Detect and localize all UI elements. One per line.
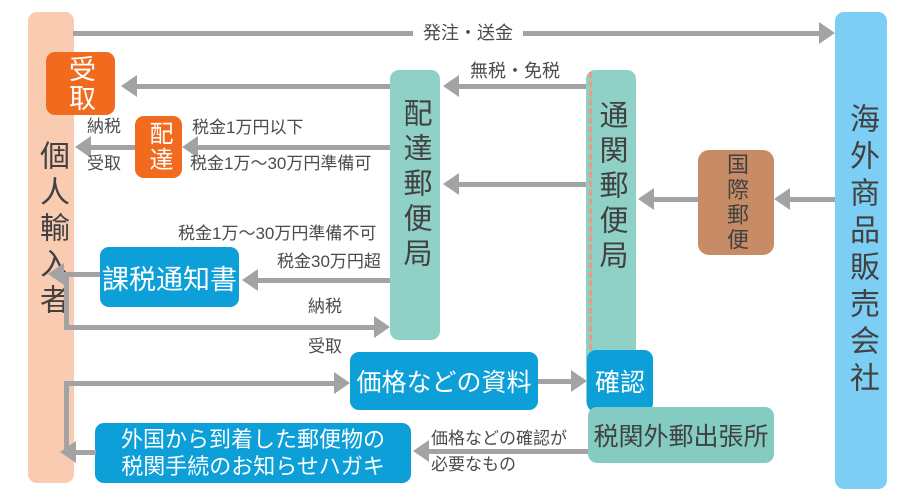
delivery-post-office-label: 配達郵便局: [399, 98, 431, 273]
arrow-dpo-to-delivery-line: [198, 145, 390, 150]
receive-box-label: 受取: [65, 54, 95, 113]
elbow-postcard-connector: [64, 381, 69, 454]
overseas-seller-bar: 海外商品販売会社: [835, 12, 887, 489]
arrow-branch-to-postcard-line: [429, 449, 588, 454]
confirm-box: 確認: [587, 350, 653, 412]
arrow-dpo-to-taxnotice-line: [258, 278, 390, 283]
arrow-postcard-to-importer-head: [60, 441, 76, 463]
arrow-dutyfree-line-right: [459, 84, 586, 89]
tax-under-10k-label: 税金1万円以下: [192, 118, 304, 137]
delivery-box-label: 配達: [145, 121, 172, 173]
tax-over-300k-label: 税金30万円超: [277, 252, 381, 271]
arrow-taxnotice-to-importer-head: [48, 263, 64, 285]
customs-branch-box: 税関外郵出張所: [588, 407, 774, 463]
arrow-delivery-to-importer-head: [75, 136, 91, 158]
receive-top-label: 受取: [87, 154, 121, 173]
arrow-dpo-to-delivery-head: [182, 136, 198, 158]
tax-notice-label: 課税通知書: [102, 264, 237, 295]
tax-10-30-ng-label: 税金1万〜30万円準備不可: [178, 224, 377, 243]
overseas-seller-label: 海外商品販売会社: [845, 102, 878, 399]
arrow-intl-to-customs-line: [654, 197, 698, 202]
receive-mid-label: 受取: [308, 337, 342, 356]
confirm-label: 確認: [594, 369, 645, 397]
delivery-box: 配達: [135, 116, 182, 178]
arrow-to-receive-line: [137, 84, 390, 89]
arrow-dutyfree-head-right: [443, 75, 459, 97]
arrow-dpo-to-taxnotice-head: [242, 269, 258, 291]
arrow-docs-to-confirm-line: [538, 379, 571, 384]
dutyfree-label: 無税・免税: [470, 61, 560, 81]
arrow-paytax-to-dpo-head: [374, 316, 390, 338]
postcard-label-line1: 外国から到着した郵便物の: [120, 427, 385, 452]
arrow-paytax-to-dpo-line: [64, 325, 374, 330]
price-check-label-line1: 価格などの確認が: [431, 429, 567, 448]
pay-tax-mid-label: 納税: [308, 297, 342, 316]
arrow-to-receive-head: [121, 75, 137, 97]
postcard-label-line2: 税関手続のお知らせハガキ: [121, 454, 385, 479]
arrow-seller-to-intl-line: [790, 197, 835, 202]
arrow-to-pricedocs-head: [334, 372, 350, 394]
price-documents-label: 価格などの資料: [356, 369, 532, 397]
arrow-intl-to-customs-head: [638, 188, 654, 210]
arrow-seller-to-intl-head: [774, 188, 790, 210]
tax-notice-box: 課税通知書: [100, 247, 239, 307]
customs-boundary-dashed-line: [589, 72, 592, 350]
arrow-delivery-to-importer-line: [91, 145, 135, 150]
receive-box: 受取: [46, 52, 115, 115]
international-mail-box: 国際郵便: [698, 150, 774, 255]
importer-label: 個人輸入者: [35, 139, 68, 320]
arrow-customs-to-delivery-head: [443, 173, 459, 195]
postcard-box: 外国から到着した郵便物の 税関手続のお知らせハガキ: [95, 423, 411, 483]
international-mail-label: 国際郵便: [724, 152, 749, 253]
price-documents-box: 価格などの資料: [350, 352, 538, 410]
arrow-branch-to-postcard-head: [413, 440, 429, 462]
delivery-post-office-bar: 配達郵便局: [390, 70, 440, 340]
order-label: 発注・送金: [413, 22, 523, 44]
arrow-taxnotice-to-importer-line: [64, 272, 100, 277]
arrow-postcard-to-importer-line: [65, 450, 96, 455]
elbow-taxnotice-connector: [64, 272, 69, 330]
pay-tax-top-label: 納税: [87, 117, 121, 136]
price-check-label-line2: 必要なもの: [431, 455, 516, 474]
tax-10-30-ok-label: 税金1万〜30万円準備可: [190, 154, 372, 173]
arrow-to-pricedocs-line: [64, 381, 334, 386]
customs-branch-label: 税関外郵出張所: [593, 423, 769, 451]
customs-post-office-label: 通関郵便局: [595, 100, 627, 275]
arrow-order-head: [819, 22, 835, 44]
arrow-docs-to-confirm-head: [571, 370, 587, 392]
arrow-customs-to-delivery-line: [459, 182, 586, 187]
